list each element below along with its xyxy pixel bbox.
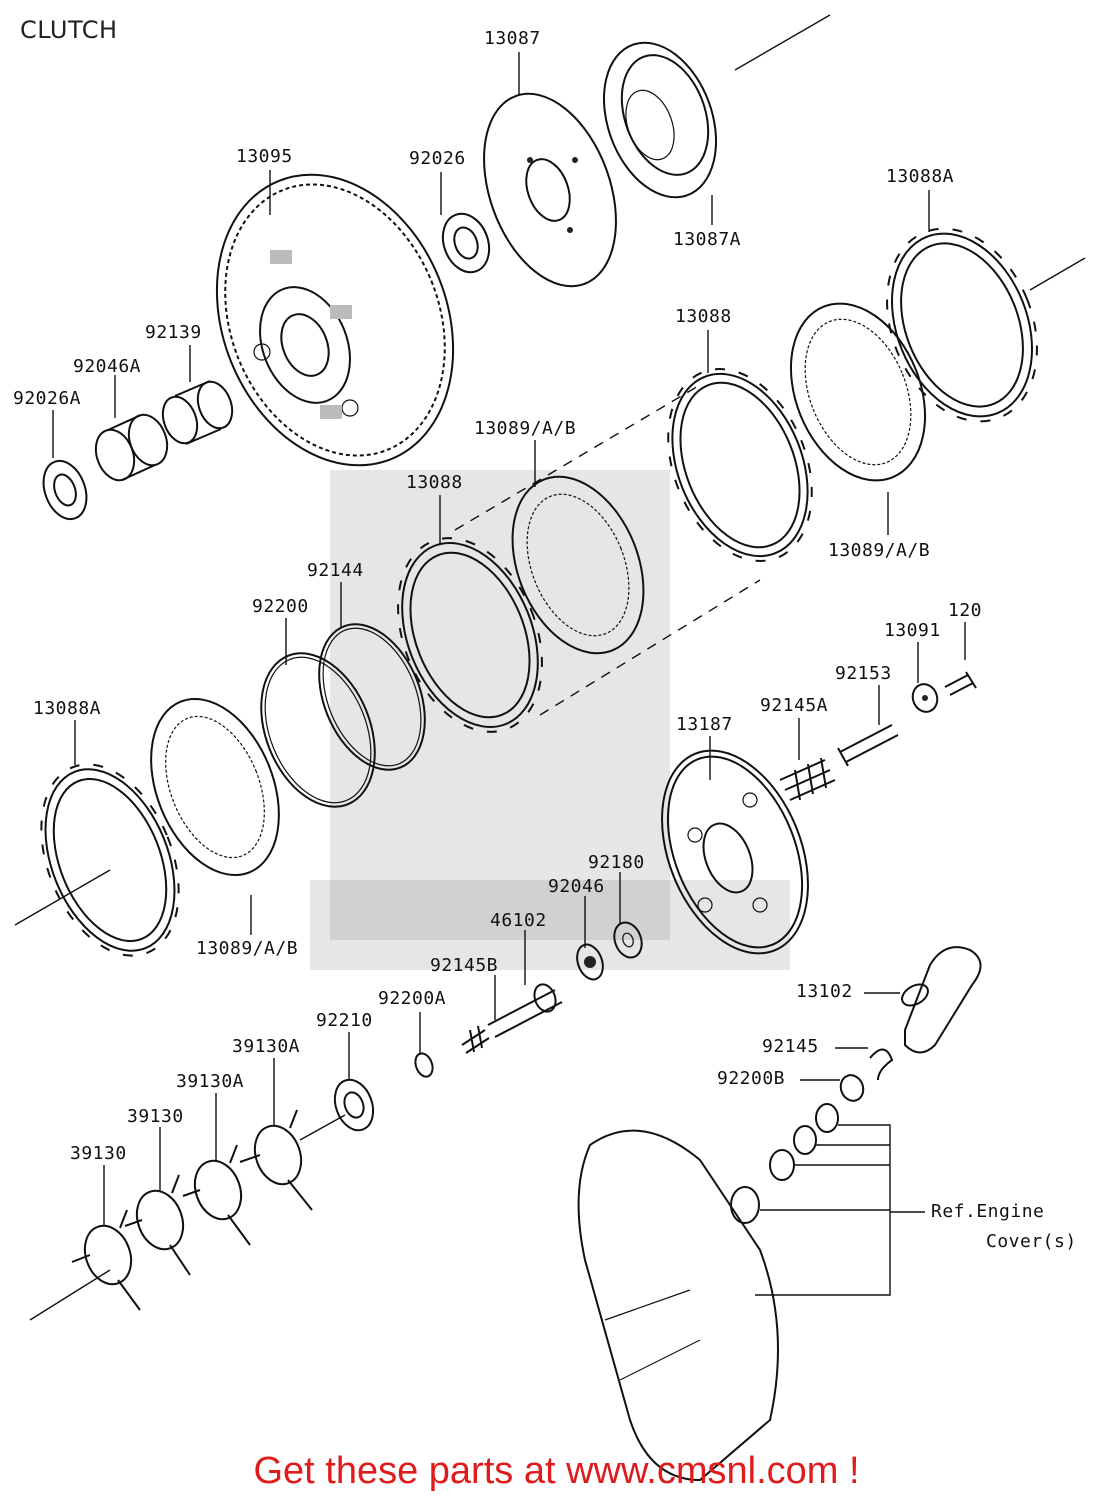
label-39130-1: 39130 bbox=[127, 1106, 184, 1127]
label-13089-right: 13089/A/B bbox=[828, 540, 931, 561]
part-13088-friction-plate-mid bbox=[397, 537, 543, 733]
part-92046A-bearing bbox=[94, 413, 169, 482]
part-13089-steel-plate-right bbox=[789, 302, 927, 482]
part-92046-bearing bbox=[576, 943, 604, 981]
label-92139: 92139 bbox=[145, 322, 202, 343]
axis-top-right bbox=[734, 14, 831, 71]
label-92153: 92153 bbox=[835, 663, 892, 684]
part-92026-washer bbox=[441, 212, 491, 274]
part-13088A-friction-plate-top bbox=[886, 227, 1038, 423]
label-13088-mid: 13088 bbox=[406, 472, 463, 493]
label-13187: 13187 bbox=[676, 714, 733, 735]
label-92145A: 92145A bbox=[760, 695, 829, 716]
label-13087A: 13087A bbox=[673, 229, 742, 250]
label-13087: 13087 bbox=[484, 28, 541, 49]
label-92200B: 92200B bbox=[717, 1068, 786, 1089]
part-13087A-boss bbox=[602, 41, 718, 199]
part-13095-housing bbox=[215, 173, 455, 467]
label-39130A-1: 39130A bbox=[232, 1036, 301, 1057]
part-13088-friction-plate-upper bbox=[667, 368, 813, 562]
label-92200: 92200 bbox=[252, 596, 309, 617]
part-13089-steel-plate-left bbox=[150, 697, 280, 877]
label-13088A-top: 13088A bbox=[886, 166, 955, 187]
label-92145B: 92145B bbox=[430, 955, 499, 976]
label-92046A: 92046A bbox=[73, 356, 142, 377]
label-ref-engine: Ref.Engine bbox=[931, 1201, 1045, 1222]
part-13102-lever bbox=[901, 946, 982, 1054]
axis-dashed-lower bbox=[539, 579, 761, 716]
axis-pushrod bbox=[299, 1114, 346, 1141]
label-39130A-2: 39130A bbox=[176, 1071, 245, 1092]
label-92145: 92145 bbox=[762, 1036, 819, 1057]
label-13088-top: 13088 bbox=[675, 306, 732, 327]
part-39130-plate-2 bbox=[71, 1209, 141, 1311]
part-ref-engine-cover bbox=[577, 1103, 839, 1482]
part-92210-seal bbox=[333, 1078, 375, 1132]
label-92046: 92046 bbox=[548, 876, 605, 897]
label-13089-left: 13089/A/B bbox=[196, 938, 299, 959]
leader-lines bbox=[52, 52, 966, 1296]
part-13087-hub bbox=[483, 92, 617, 288]
part-39130A-plate-2 bbox=[182, 1144, 251, 1246]
label-13102: 13102 bbox=[796, 981, 853, 1002]
axis-dashed-upper bbox=[454, 384, 701, 531]
part-92145A-spring bbox=[779, 757, 836, 801]
label-120: 120 bbox=[948, 600, 983, 621]
label-39130-2: 39130 bbox=[70, 1143, 127, 1164]
page-title: CLUTCH bbox=[20, 16, 118, 44]
label-13091: 13091 bbox=[884, 620, 941, 641]
part-13091-washer bbox=[911, 683, 939, 713]
label-92200A: 92200A bbox=[378, 988, 447, 1009]
part-39130-plate-1 bbox=[124, 1174, 191, 1276]
label-ref-cover: Cover(s) bbox=[986, 1231, 1077, 1252]
label-92026: 92026 bbox=[409, 148, 466, 169]
part-92145-spring bbox=[869, 1048, 894, 1081]
label-92026A: 92026A bbox=[13, 388, 82, 409]
part-13089-steel-plate-mid bbox=[511, 475, 645, 655]
label-92180: 92180 bbox=[588, 852, 645, 873]
part-92145B-spring bbox=[461, 1025, 490, 1054]
part-13088A-friction-plate-left bbox=[40, 763, 180, 957]
part-92200A-washer bbox=[414, 1052, 434, 1078]
label-13088A-left: 13088A bbox=[33, 698, 102, 719]
part-13187-pressure-plate bbox=[661, 749, 809, 955]
part-92200-ring bbox=[260, 652, 376, 808]
part-46102-pushrod bbox=[487, 983, 563, 1038]
part-92180-washer bbox=[613, 921, 643, 959]
part-120-screw bbox=[944, 671, 977, 696]
label-92144: 92144 bbox=[307, 560, 364, 581]
watermark-logo bbox=[310, 470, 790, 970]
part-92200B-washer bbox=[839, 1074, 865, 1102]
part-92139-collar bbox=[161, 380, 234, 445]
footer-promo-link[interactable]: Get these parts at www.cmsnl.com ! bbox=[253, 1450, 860, 1492]
part-92153-bolt bbox=[837, 724, 899, 767]
label-46102: 46102 bbox=[490, 910, 547, 931]
label-13089-mid: 13089/A/B bbox=[474, 418, 577, 439]
label-92210: 92210 bbox=[316, 1010, 373, 1031]
part-92026A-washer bbox=[42, 459, 88, 521]
part-39130A-plate-1 bbox=[239, 1109, 313, 1211]
part-92144-ring bbox=[318, 623, 426, 771]
label-13095: 13095 bbox=[236, 146, 293, 167]
axis-right bbox=[1029, 257, 1086, 291]
